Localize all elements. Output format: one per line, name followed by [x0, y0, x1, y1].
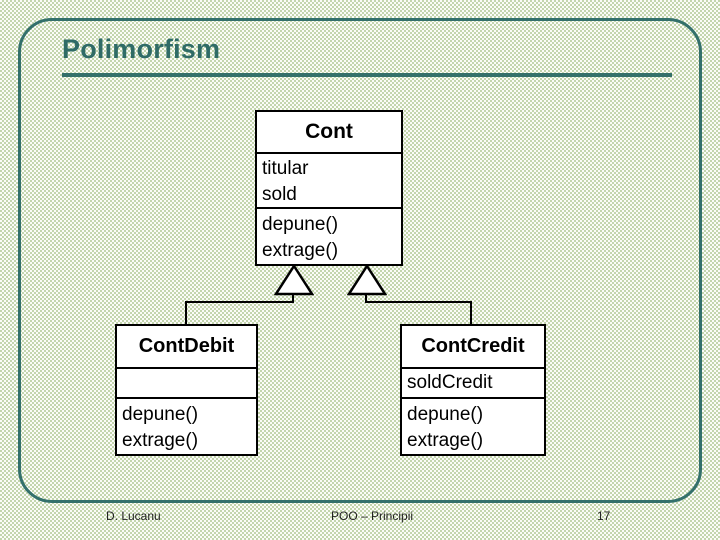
footer-author: D. Lucanu: [106, 509, 161, 523]
page-title: Polimorfism: [62, 34, 221, 64]
uml-operation: depune(): [122, 404, 199, 425]
title-underline-rule: [62, 73, 672, 77]
uml-class-contcredit-name: ContCredit: [421, 335, 525, 357]
uml-attribute: titular: [262, 158, 309, 179]
uml-attribute: soldCredit: [407, 372, 493, 393]
uml-class-contcredit-attributes: soldCredit: [402, 367, 544, 397]
uml-class-contcredit[interactable]: ContCredit soldCredit depune() extrage(): [400, 324, 546, 456]
connector-horizontal-contcredit: [365, 301, 472, 303]
uml-class-cont-operations: depune() extrage(): [257, 207, 401, 264]
uml-class-cont[interactable]: Cont titular sold depune() extrage(): [255, 110, 403, 266]
connector-vertical-contcredit-lower: [470, 301, 472, 325]
inheritance-triangle-contdebit: [274, 264, 314, 296]
connector-vertical-contdebit-upper: [292, 293, 294, 303]
connector-vertical-contdebit-lower: [185, 301, 187, 325]
uml-class-contdebit-operations: depune() extrage(): [117, 397, 256, 456]
uml-operation: depune(): [407, 404, 484, 425]
uml-class-contdebit[interactable]: ContDebit depune() extrage(): [115, 324, 258, 456]
uml-attribute: sold: [262, 184, 297, 205]
inheritance-triangle-contcredit: [347, 264, 387, 296]
connector-vertical-contcredit-upper: [365, 293, 367, 303]
footer-subject: POO – Principii: [331, 509, 414, 523]
uml-operation: extrage(): [262, 240, 339, 261]
uml-class-contdebit-attributes: [117, 367, 256, 397]
footer-page-number: 17: [597, 509, 611, 523]
uml-operation: extrage(): [122, 430, 199, 451]
uml-class-contdebit-name: ContDebit: [138, 335, 235, 357]
connector-horizontal-contdebit: [185, 301, 294, 303]
uml-class-cont-attributes: titular sold: [257, 152, 401, 207]
uml-operation: depune(): [262, 214, 339, 235]
uml-class-cont-name: Cont: [305, 120, 353, 143]
uml-operation: extrage(): [407, 430, 484, 451]
uml-class-contcredit-operations: depune() extrage(): [402, 397, 544, 456]
